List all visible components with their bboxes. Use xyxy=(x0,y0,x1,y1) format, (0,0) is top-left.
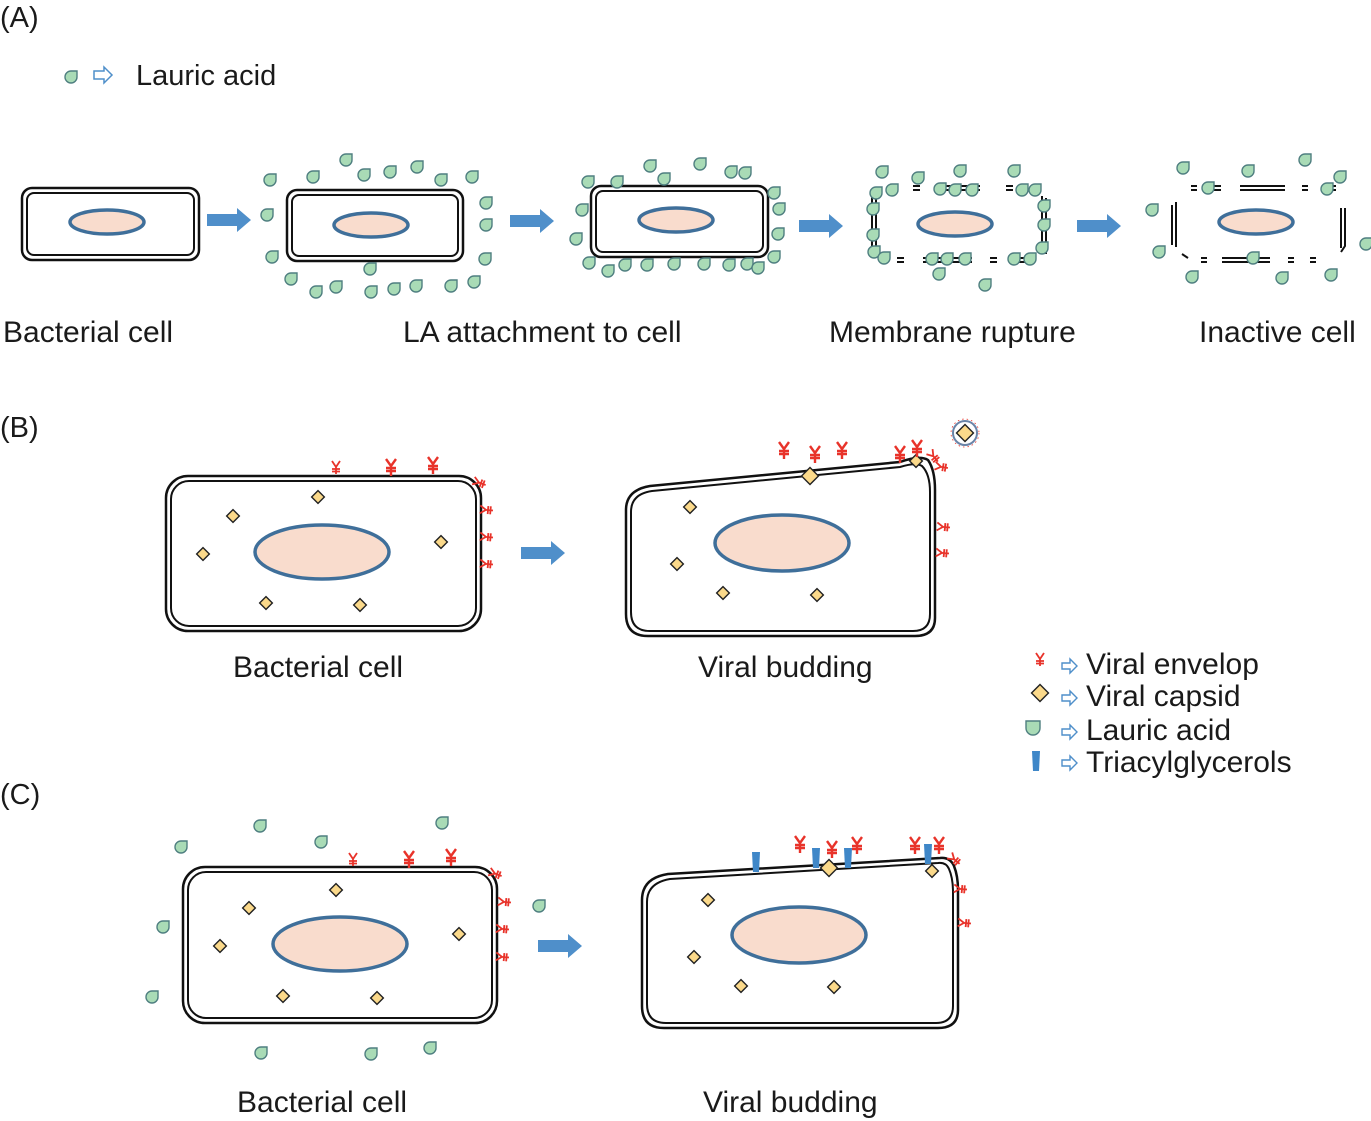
panel-label-b: (B) xyxy=(0,412,39,444)
nucleus xyxy=(1217,208,1295,236)
arrow-c xyxy=(538,934,582,958)
budding-cell-c2 xyxy=(640,856,960,1030)
legend-triacylglycerol-icon xyxy=(1032,751,1040,771)
caption-b-bacterial-cell: Bacterial cell xyxy=(233,651,404,684)
legend-text-lauric-acid: Lauric acid xyxy=(1086,714,1232,747)
nucleus xyxy=(730,905,868,965)
nucleus xyxy=(332,211,410,239)
ruptured-cell-a4 xyxy=(871,185,1047,263)
legend-viral-envelope-icon xyxy=(1035,652,1045,667)
budded-virion xyxy=(950,418,980,448)
nucleus xyxy=(637,206,715,234)
legend-text-viral-envelope: Viral envelop xyxy=(1086,648,1259,681)
caption-a-la-attachment: LA attachment to cell xyxy=(403,316,682,349)
bacterial-cell-a1 xyxy=(20,186,201,262)
legend-text-viral-capsid: Viral capsid xyxy=(1086,680,1241,713)
arrow-a2 xyxy=(510,209,554,233)
caption-a-bacterial-cell: Bacterial cell xyxy=(3,316,174,349)
arrow-a1 xyxy=(207,208,251,232)
legend-lauric-acid-icon xyxy=(1025,720,1041,736)
caption-c-bacterial-cell: Bacterial cell xyxy=(237,1086,408,1119)
legend-viral-capsid-icon xyxy=(1030,683,1050,703)
inactive-cell-a5 xyxy=(1171,185,1346,263)
arrow-a3 xyxy=(799,214,843,238)
nucleus xyxy=(713,513,851,573)
budding-cell-b2 xyxy=(624,456,937,638)
panel-label-a: (A) xyxy=(0,2,39,34)
legend-text-triacylglycerols: Triacylglycerols xyxy=(1086,746,1292,779)
arrow-a4 xyxy=(1077,214,1121,238)
nucleus xyxy=(68,208,146,236)
nucleus xyxy=(253,523,391,581)
arrow-b xyxy=(521,541,565,565)
panel-a-legend-text: Lauric acid xyxy=(136,60,277,92)
bacterial-cell-a3 xyxy=(589,184,770,259)
caption-a-membrane-rupture: Membrane rupture xyxy=(829,316,1076,349)
bacterial-cell-a2 xyxy=(285,188,465,263)
legend-lauric-acid-icon xyxy=(64,70,78,84)
legend-hollow-arrows xyxy=(1061,657,1078,772)
bacterial-cell-c1 xyxy=(181,865,499,1025)
nucleus xyxy=(271,915,409,973)
legend-hollow-arrow-icon xyxy=(93,65,114,85)
nucleus xyxy=(916,210,994,238)
panel-label-c: (C) xyxy=(0,779,41,811)
caption-a-inactive-cell: Inactive cell xyxy=(1199,316,1356,349)
caption-b-viral-budding: Viral budding xyxy=(698,651,873,684)
caption-c-viral-budding: Viral budding xyxy=(703,1086,878,1119)
bacterial-cell-b1 xyxy=(164,474,483,633)
